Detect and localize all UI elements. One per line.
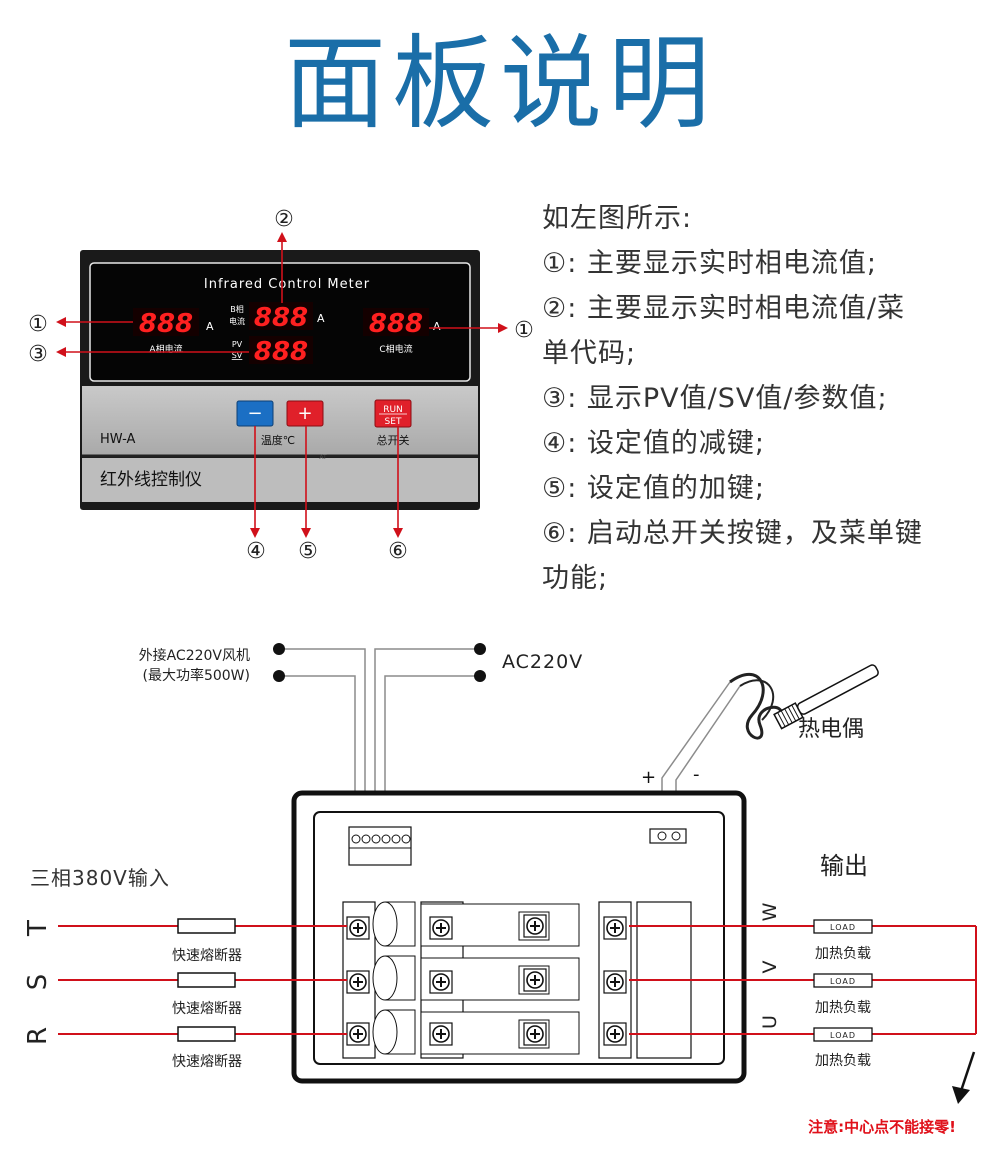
fan-terminal-top — [273, 643, 285, 655]
name-strip — [82, 458, 478, 502]
product-name: 红外线控制仪 — [100, 470, 202, 490]
phase-t-label: T — [23, 920, 53, 937]
phase-modules — [372, 901, 580, 1055]
run-set-button[interactable] — [374, 399, 412, 428]
control-strip — [82, 386, 478, 456]
label-b-phase: B相 — [230, 304, 244, 314]
output-w-label: W — [759, 902, 781, 921]
thermocouple-terminal — [649, 828, 687, 844]
display-a — [133, 308, 199, 336]
fuse-label: 快速熔断器 — [172, 948, 242, 964]
switch-label: 总开关 — [377, 433, 410, 447]
ac-terminal-top — [474, 643, 486, 655]
display-pv — [249, 336, 313, 364]
warning-text: 注意:中心点不能接零! — [808, 1118, 956, 1136]
load-v — [813, 973, 873, 988]
minus-label: - — [693, 764, 700, 785]
load-box-text: LOAD — [830, 1031, 856, 1040]
label-a-phase: A相电流 — [149, 343, 182, 355]
plus-label: + — [641, 767, 656, 788]
at-label: AT — [319, 454, 327, 461]
signal-terminal-block — [348, 826, 412, 866]
phase-s-label: S — [23, 974, 53, 991]
marker-4: ④ — [246, 539, 266, 564]
description-line: ④: 设定值的减键; — [542, 428, 765, 459]
load-box-text: LOAD — [830, 977, 856, 986]
marker-2: ② — [274, 207, 294, 232]
label-sv: SV — [232, 351, 243, 360]
phase-r-label: R — [23, 1027, 53, 1045]
load-box-text: LOAD — [830, 923, 856, 932]
input-label: 三相380V输入 — [30, 866, 170, 890]
label-b-current: 电流 — [229, 316, 245, 326]
set-label: SET — [385, 417, 402, 427]
display-pv-digits: 888 — [254, 337, 308, 367]
load-w — [813, 919, 873, 934]
display-b — [249, 302, 313, 330]
description-list: 如左图所示: ①: 主要显示实时相电流值; ②: 主要显示实时相电流值/菜 单代… — [542, 196, 982, 601]
load-u — [813, 1027, 873, 1042]
display-c — [363, 308, 429, 336]
description-line: ⑥: 启动总开关按键，及菜单键 — [542, 518, 923, 549]
display-c-unit: A — [433, 320, 441, 333]
load-label: 加热负载 — [815, 1053, 871, 1069]
description-line: 单代码; — [542, 338, 637, 369]
plus-button[interactable] — [286, 400, 324, 427]
marker-3: ③ — [28, 342, 48, 367]
minus-button-label: − — [247, 403, 262, 424]
description-line: 功能; — [542, 563, 609, 594]
fuse-t — [177, 918, 236, 934]
ac-terminal-bottom — [474, 670, 486, 682]
model-label: HW-A — [100, 432, 136, 447]
meter-title: Infrared Control Meter — [204, 277, 370, 292]
fuse-r — [177, 1026, 236, 1042]
thermocouple-probe — [729, 664, 879, 740]
temp-label: 温度℃ — [261, 433, 295, 447]
display-b-unit: A — [317, 312, 325, 325]
fan-terminal-bottom — [273, 670, 285, 682]
fuse-label: 快速熔断器 — [172, 1054, 242, 1070]
run-label: RUN — [383, 405, 403, 415]
fuse-s — [177, 972, 236, 988]
ac220v-label: AC220V — [502, 651, 583, 673]
description-line: ②: 主要显示实时相电流值/菜 — [542, 293, 905, 324]
marker-1-left: ① — [28, 312, 48, 337]
page-title: 面板说明 — [284, 25, 716, 144]
output-v-label: V — [759, 961, 781, 974]
warning-arrow — [958, 1051, 976, 1095]
wiring-diagram: 外接AC220V风机 (最大功率500W) AC220V 热电偶 + - — [23, 643, 977, 1136]
label-pv: PV — [232, 340, 243, 349]
display-c-digits: 888 — [369, 309, 423, 339]
label-c-phase: C相电流 — [379, 343, 412, 355]
output-label: 输出 — [820, 852, 868, 880]
marker-5: ⑤ — [298, 539, 318, 564]
thermocouple-label: 热电偶 — [798, 717, 864, 742]
marker-6: ⑥ — [388, 539, 408, 564]
output-u-label: U — [759, 1015, 781, 1029]
load-label: 加热负载 — [815, 946, 871, 962]
plus-button-label: + — [297, 403, 312, 424]
load-label: 加热负载 — [815, 1000, 871, 1016]
description-line: ①: 主要显示实时相电流值; — [542, 248, 877, 279]
fuse-label: 快速熔断器 — [172, 1001, 242, 1017]
panel-diagram: Infrared Control Meter 888 A A相电流 888 A … — [28, 207, 534, 564]
display-b-digits: 888 — [254, 303, 308, 333]
output-wires — [629, 925, 977, 1035]
display-a-digits: 888 — [139, 309, 193, 339]
fan-label-1: 外接AC220V风机 — [139, 647, 250, 664]
description-line: 如左图所示: — [542, 203, 693, 234]
description-line: ⑤: 设定值的加键; — [542, 473, 765, 504]
fan-label-2: (最大功率500W) — [143, 667, 251, 684]
description-line: ③: 显示PV值/SV值/参数值; — [542, 383, 888, 414]
display-a-unit: A — [206, 320, 214, 333]
marker-1-right: ① — [514, 318, 534, 343]
